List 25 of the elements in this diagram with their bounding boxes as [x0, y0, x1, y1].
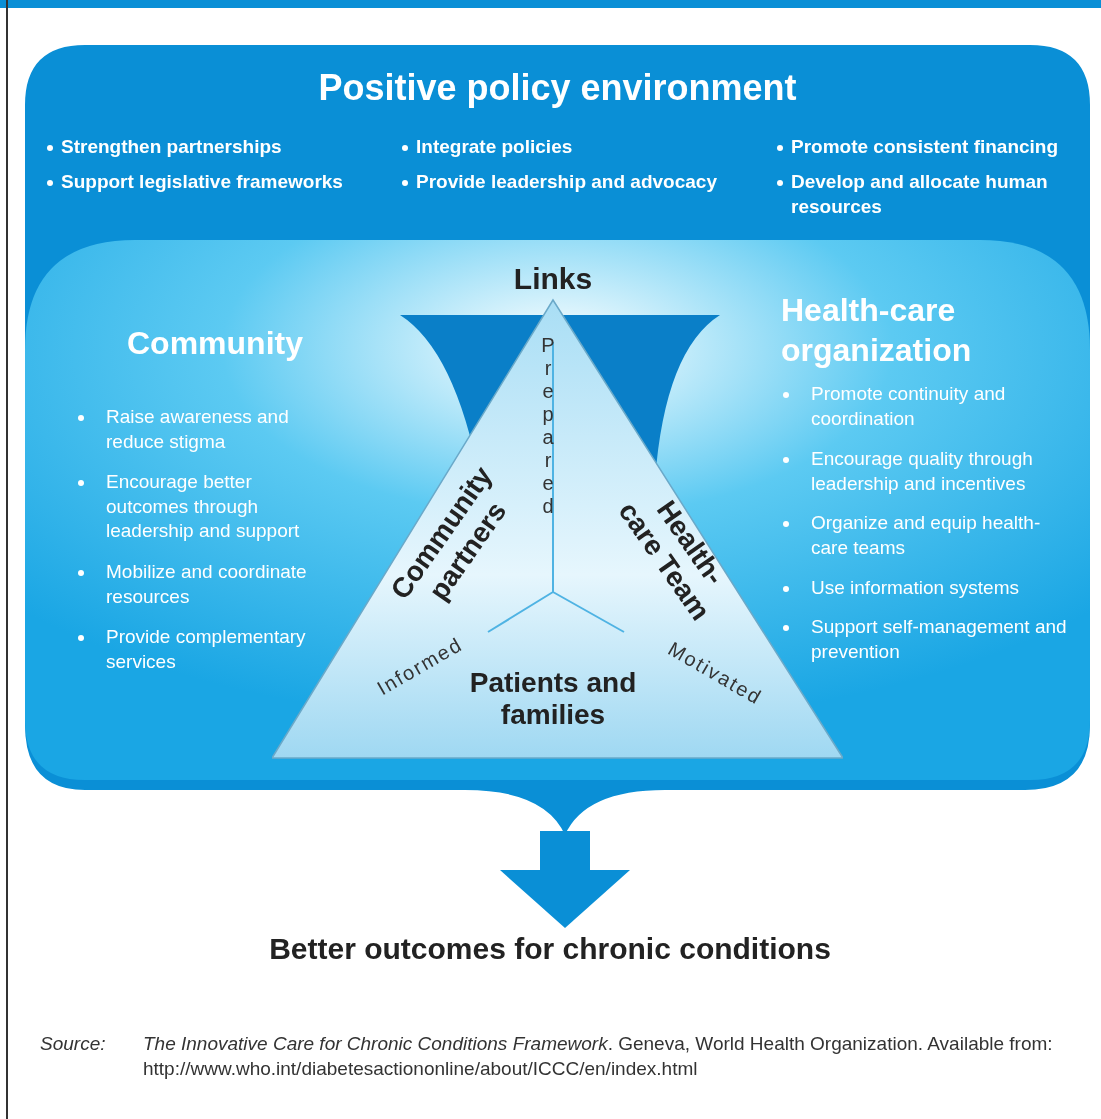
- section-heading: Community: [126, 325, 304, 362]
- bullet-text: Encourage better outcomes through leadership and support: [106, 470, 301, 544]
- bullet-text: Mobilize and coordinate resources: [106, 560, 308, 609]
- side-label: Prepared: [538, 334, 558, 518]
- bullet-text: Use information systems: [811, 576, 1019, 600]
- bullet-text: Support self-management and prevention: [811, 615, 1068, 664]
- apex-label: Links: [512, 262, 594, 296]
- source-text: The Innovative Care for Chronic Conditions Framework. Geneva, World Health Organization. Available from: http://www.who.int/diabetesactiononline/about/ICCC/en/index.html: [143, 1032, 1054, 1081]
- bullet-text: Provide leadership and advocacy: [416, 170, 717, 194]
- bullet-text: Strengthen partnerships: [61, 135, 282, 159]
- bullet-text: Promote consistent financing: [791, 135, 1059, 159]
- bullet-text: Support legislative frameworks: [61, 170, 343, 194]
- bullet-text: Promote continuity and coordination: [811, 382, 1007, 431]
- source-label: Source:: [40, 1032, 107, 1056]
- outcome-heading: Better outcomes for chronic conditions: [268, 932, 832, 966]
- bullet-text: Provide complementary services: [106, 625, 307, 674]
- bullet-text: Integrate policies: [416, 135, 573, 159]
- segment-label: Patients and families: [468, 667, 638, 732]
- bullet-text: Encourage quality through leadership and incentives: [811, 447, 1034, 496]
- arrow: [500, 831, 630, 928]
- bullet-text: Raise awareness and reduce stigma: [106, 405, 290, 454]
- section-heading: Positive policy environment: [317, 67, 798, 109]
- bullet-text: Organize and equip health-care teams: [811, 511, 1042, 560]
- section-heading: Health-care organization: [781, 291, 973, 370]
- bullet-text: Develop and allocate human resources: [791, 170, 1049, 219]
